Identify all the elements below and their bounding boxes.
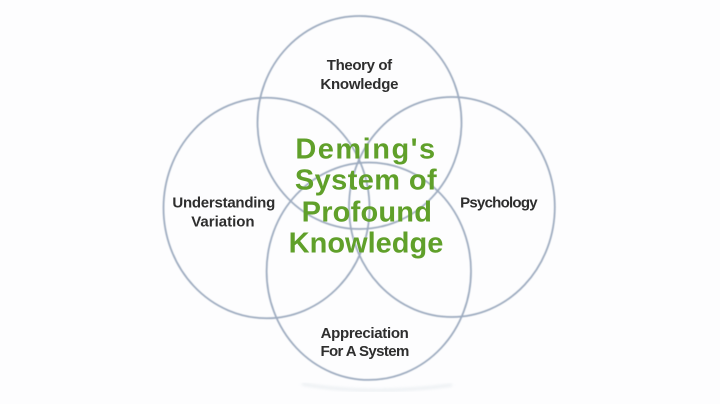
svg-text:Deming's: Deming's (295, 133, 436, 165)
svg-text:Knowledge: Knowledge (320, 76, 398, 93)
svg-text:Appreciation: Appreciation (321, 325, 409, 342)
svg-text:Variation: Variation (191, 214, 254, 231)
svg-text:Understanding: Understanding (172, 195, 275, 212)
svg-text:Profound: Profound (302, 197, 432, 229)
svg-text:Theory of: Theory of (327, 57, 393, 74)
svg-text:Psychology: Psychology (460, 195, 538, 212)
svg-text:System of: System of (295, 165, 437, 197)
svg-text:Knowledge: Knowledge (289, 228, 444, 260)
svg-text:For A System: For A System (320, 343, 409, 360)
